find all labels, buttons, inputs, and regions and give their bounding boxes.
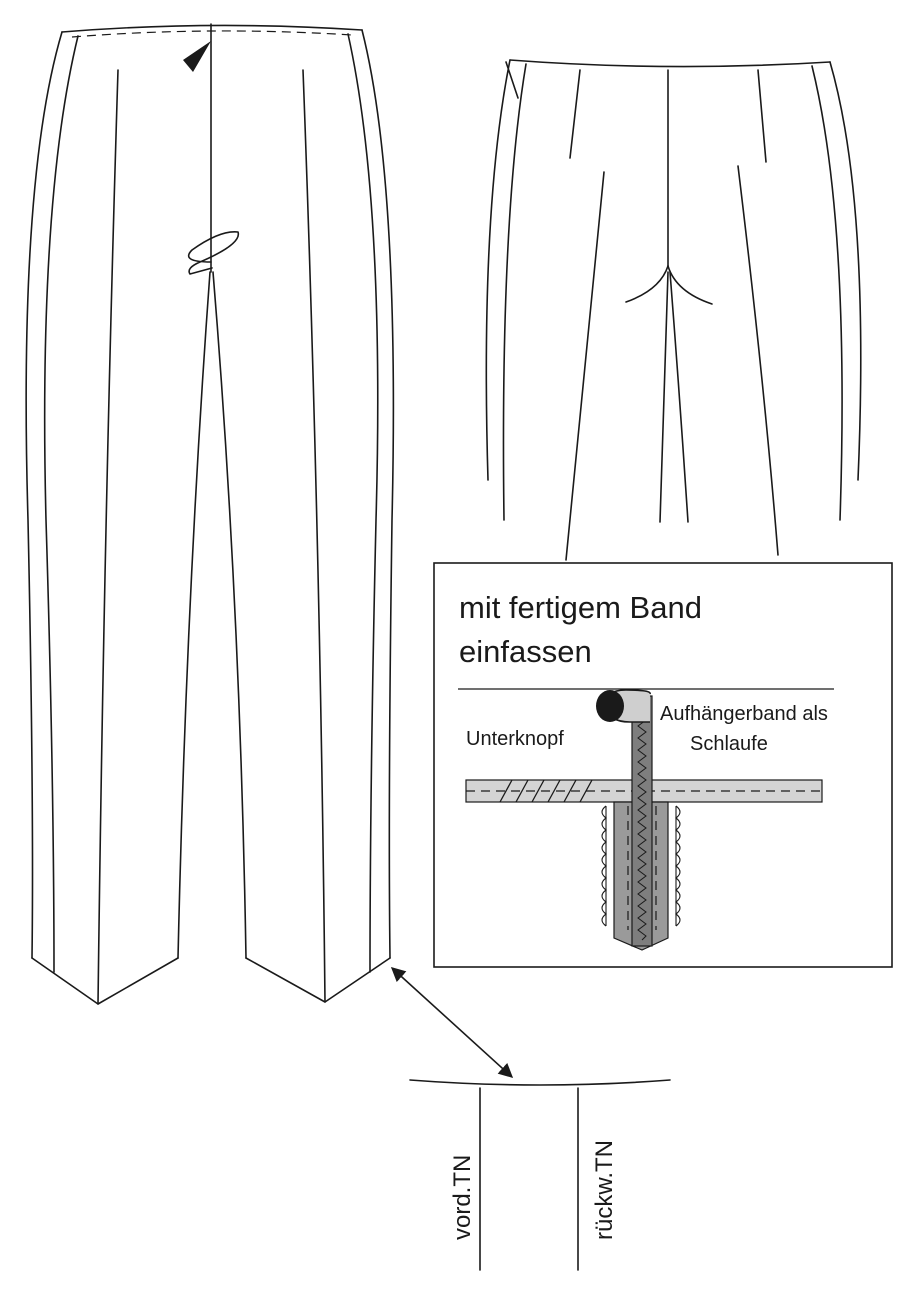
back-right-dart	[757, 69, 767, 163]
back-right-crease	[737, 165, 779, 556]
detail-overlock-left	[601, 805, 607, 927]
detail-label-loop-line2: Schlaufe	[690, 733, 768, 755]
back-right-outseam	[829, 61, 862, 481]
hem-detail-curve	[409, 1079, 671, 1086]
front-waistband-stitching	[71, 30, 353, 38]
detail-box: mit fertigem Band einfassen	[433, 562, 893, 968]
front-view-trousers	[25, 23, 395, 1005]
front-crotch-bartack	[187, 231, 240, 275]
back-crotch-curve-right	[667, 265, 713, 305]
front-left-side-line	[43, 35, 79, 973]
front-left-outseam	[25, 31, 63, 959]
hem-detail-arrow	[390, 967, 514, 1078]
hem-label-back: rückw.TN	[591, 1140, 618, 1240]
front-left-inseam	[177, 271, 211, 959]
front-right-inseam	[212, 271, 247, 959]
detail-button	[596, 690, 624, 722]
front-right-hem	[245, 957, 391, 1003]
back-left-crease	[565, 171, 605, 561]
back-right-side-line	[811, 65, 843, 521]
front-right-side-line	[347, 33, 379, 973]
front-left-crease	[97, 69, 119, 1005]
back-left-dart	[569, 69, 581, 159]
detail-band-zigzag	[637, 701, 647, 941]
back-left-side-line	[502, 63, 527, 521]
detail-title-line2: einfassen	[459, 634, 592, 669]
front-waist-notch-marker	[183, 41, 211, 72]
back-left-inseam	[659, 271, 669, 523]
hem-label-front: vord.TN	[449, 1155, 476, 1240]
detail-title-line1: mit fertigem Band	[459, 590, 702, 625]
detail-overlock-right	[675, 805, 681, 927]
detail-hatching	[499, 779, 593, 803]
detail-label-loop-line1: Aufhängerband als	[660, 703, 828, 725]
back-view-trousers	[485, 59, 862, 561]
hem-detail: vord.TN rückw.TN	[390, 967, 671, 1271]
back-waistband-top	[509, 59, 831, 68]
back-crotch-curve-left	[625, 265, 669, 303]
front-right-crease	[302, 69, 326, 1003]
back-left-outseam	[485, 59, 511, 481]
detail-label-button: Unterknopf	[466, 728, 564, 750]
back-right-inseam	[669, 271, 689, 523]
front-right-outseam	[361, 29, 395, 959]
